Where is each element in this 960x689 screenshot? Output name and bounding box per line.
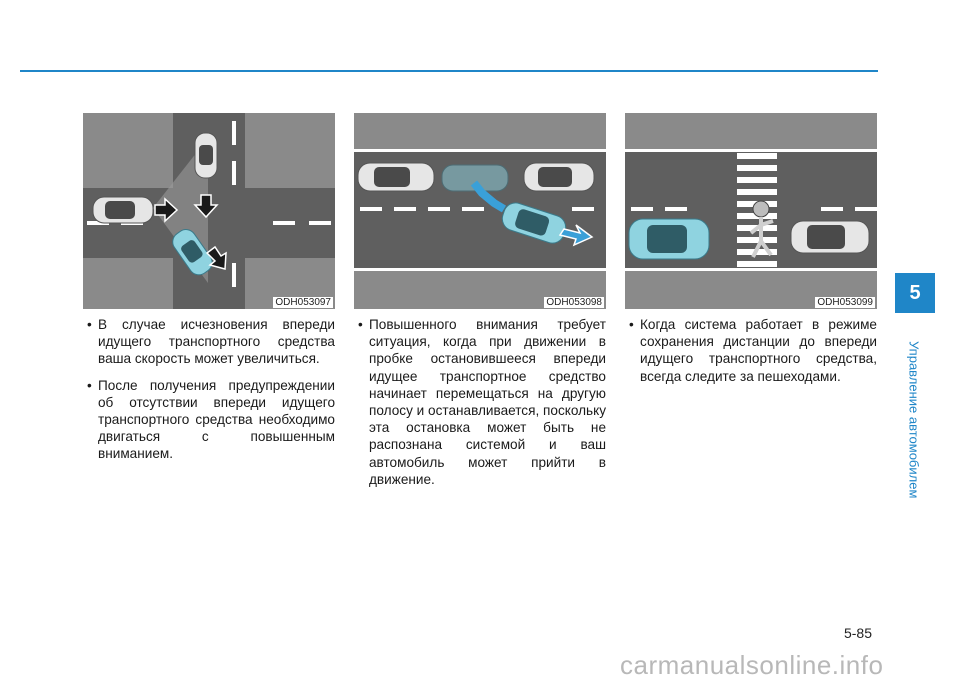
bullet-text: После получения предупреждении об отсутс… xyxy=(83,377,335,463)
lane-change-illustration xyxy=(354,113,606,309)
text-column-2: Повышенного внимания требует ситуация, к… xyxy=(354,316,606,497)
figure-code: ODH053097 xyxy=(273,297,333,308)
figure-pedestrian: ODH053099 xyxy=(625,113,877,309)
intersection-illustration xyxy=(83,113,335,309)
top-rule xyxy=(20,70,878,72)
chapter-tab[interactable]: 5 xyxy=(895,273,935,313)
figure-lane-change: ODH053098 xyxy=(354,113,606,309)
chapter-title: Управление автомобилем xyxy=(894,330,934,510)
page-number: 5-85 xyxy=(843,625,872,641)
figure-code: ODH053099 xyxy=(815,297,875,308)
bullet-text: Повышенного внимания требует ситуация, к… xyxy=(354,316,606,488)
figure-code: ODH053098 xyxy=(544,297,604,308)
watermark: carmanualsonline.info xyxy=(620,650,884,680)
chapter-title-text: Управление автомобилем xyxy=(906,341,922,499)
bullet-text: В случае исчезновения впереди идущего тр… xyxy=(83,316,335,368)
text-column-3: Когда система работает в режиме сохранен… xyxy=(625,316,877,394)
pedestrian-illustration xyxy=(625,113,877,309)
figure-intersection: ODH053097 xyxy=(83,113,335,309)
text-column-1: В случае исчезновения впереди идущего тр… xyxy=(83,316,335,472)
bullet-text: Когда система работает в режиме сохранен… xyxy=(625,316,877,385)
